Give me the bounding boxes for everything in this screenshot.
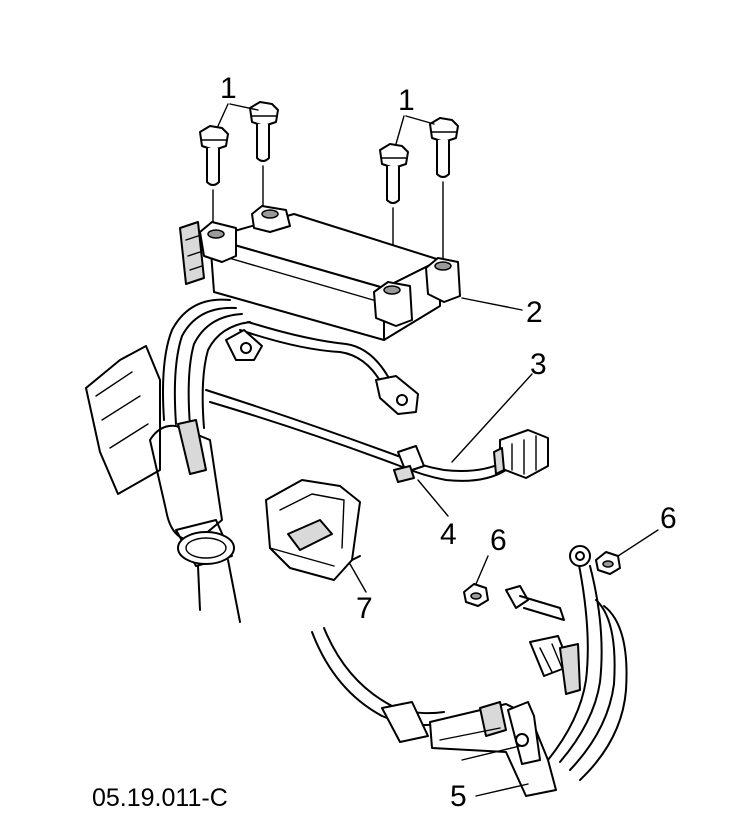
callout-7-leader — [349, 563, 367, 593]
callout-3-leader — [451, 373, 533, 463]
callout-3: 3 — [530, 348, 547, 381]
figure-code: 05.19.011-C — [92, 784, 228, 812]
bolt-1d — [429, 117, 459, 178]
bolt-1a — [199, 125, 229, 186]
callout-6a: 6 — [490, 524, 507, 557]
harness-connector — [493, 429, 549, 479]
callout-6b: 6 — [660, 502, 677, 535]
callout-6b-leader — [617, 529, 659, 557]
harness-clip — [393, 445, 425, 483]
nut-6b — [595, 551, 621, 575]
callout-4-leader — [417, 479, 449, 517]
callout-7: 7 — [356, 592, 373, 625]
callout-1b: 1 — [398, 84, 415, 117]
nut-6a — [463, 583, 489, 607]
callout-4: 4 — [440, 518, 457, 551]
callout-1-leaders — [217, 103, 435, 145]
callout-2-leader — [461, 297, 523, 311]
steering-column-shroud — [85, 345, 241, 623]
bolt-1c — [379, 143, 409, 204]
callout-5-leader — [475, 783, 529, 797]
callout-5: 5 — [450, 780, 467, 813]
wiring-harness-lower — [311, 545, 628, 797]
callout-2: 2 — [526, 296, 543, 329]
callout-1a: 1 — [220, 72, 237, 105]
module-bracket — [265, 479, 361, 581]
bolt-1b — [249, 101, 279, 162]
callout-6a-leader — [475, 555, 489, 585]
airbag-control-module — [179, 205, 461, 341]
wiring-harness-upper — [162, 298, 507, 482]
